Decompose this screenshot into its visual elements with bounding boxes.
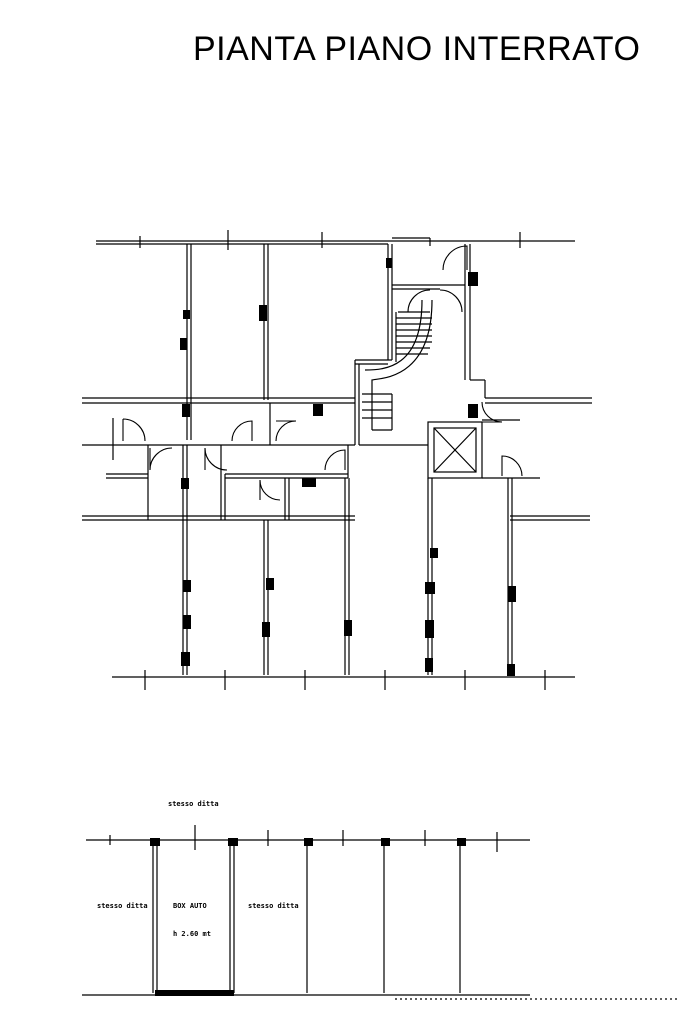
label-stesso-ditta-top: stesso ditta	[168, 800, 219, 808]
label-stesso-ditta-left: stesso ditta	[97, 902, 148, 910]
label-height: h 2.60 mt	[173, 930, 211, 938]
label-box-auto: BOX AUTO	[173, 902, 207, 910]
plan-title: PIANTA PIANO INTERRATO	[193, 30, 641, 68]
label-stesso-ditta-right: stesso ditta	[248, 902, 299, 910]
